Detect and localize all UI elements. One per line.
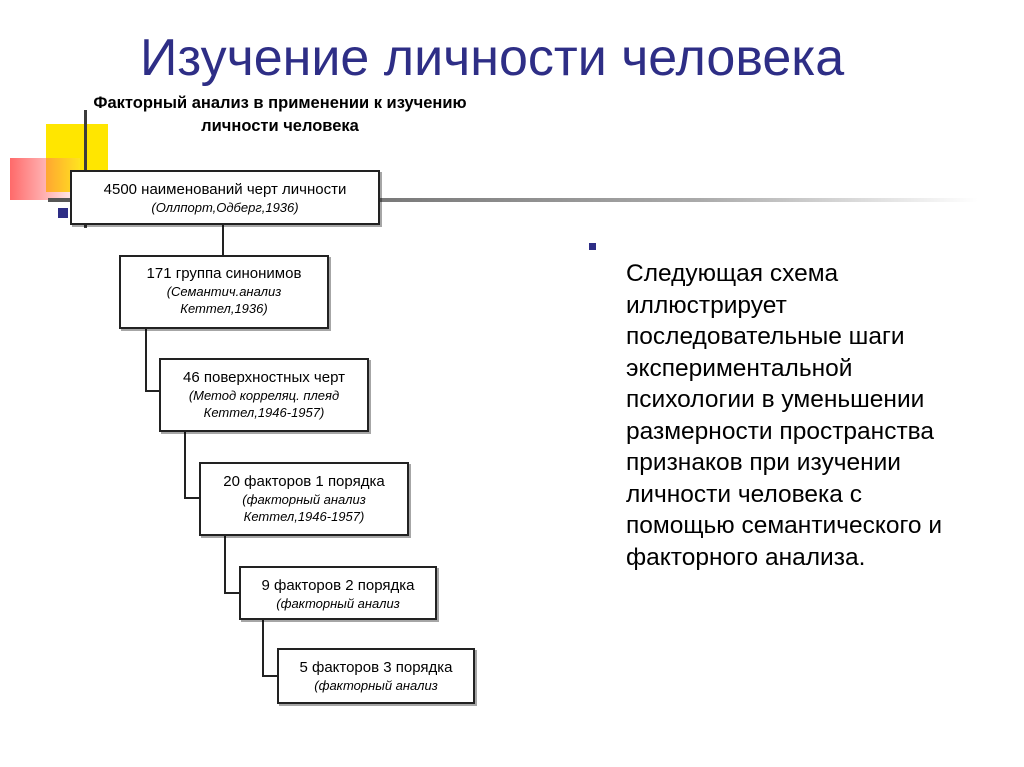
connector-5-horizontal (262, 675, 277, 677)
description-line: последовательные шаги (626, 323, 905, 350)
subtitle-line-2: личности человека (201, 117, 359, 135)
step-1-note: (Оллпорт,Одберг,1936) (151, 200, 299, 215)
connector-2-vertical (145, 329, 147, 391)
description-line: размерности пространства (626, 417, 935, 445)
subtitle-line-1: Факторный анализ в применении к изучению (93, 94, 467, 112)
connector-3-horizontal (184, 497, 199, 499)
description-line: экспериментальной (626, 354, 853, 382)
slide-title: Изучение личности человека (140, 29, 845, 87)
description-line: Следующая схема (626, 260, 839, 287)
connector-3-vertical (184, 432, 186, 498)
decor-horizontal-line (48, 198, 978, 202)
step-box-1: 4500 наименований черт личности (Оллпорт… (70, 170, 380, 225)
step-2-note-line-2: Кеттел,1936) (180, 301, 268, 316)
step-3-note-line-1: (Метод корреляц. плеяд (188, 388, 340, 403)
decor-blue-square (58, 208, 68, 218)
description-line: иллюстрирует (626, 291, 787, 319)
step-box-2: 171 группа синонимов (Семантич.анализ Ке… (119, 255, 329, 329)
description-line: помощью семантического и (626, 512, 943, 539)
description-line: личности человека с (626, 480, 862, 508)
bullet-marker-icon (589, 243, 596, 250)
step-4-note-line-1: (факторный анализ (242, 492, 366, 507)
decor-red-gradient (10, 158, 80, 200)
step-2-title: 171 группа синонимов (146, 265, 302, 282)
connector-5-vertical (262, 620, 264, 676)
diagram-subtitle: Факторный анализ в применении к изучению… (20, 92, 540, 138)
connector-2-horizontal (145, 390, 159, 392)
step-6-title: 5 факторов 3 порядка (299, 659, 453, 676)
connector-1-vertical (222, 225, 224, 255)
description-line: психологии в уменьшении (626, 386, 925, 413)
step-box-6: 5 факторов 3 порядка (факторный анализ (277, 648, 475, 704)
step-6-note: (факторный анализ (314, 678, 438, 693)
step-5-title: 9 факторов 2 порядка (261, 577, 415, 594)
step-4-title: 20 факторов 1 порядка (223, 473, 385, 490)
step-2-note-line-1: (Семантич.анализ (166, 284, 282, 299)
step-5-note: (факторный анализ (276, 596, 400, 611)
step-box-3: 46 поверхностных черт (Метод корреляц. п… (159, 358, 369, 432)
step-4-note-line-2: Кеттел,1946-1957) (243, 509, 365, 524)
description-paragraph: Следующая схема иллюстрирует последовате… (626, 258, 1016, 573)
step-1-title: 4500 наименований черт личности (103, 181, 347, 198)
description-line: признаков при изучении (626, 449, 901, 476)
step-box-4: 20 факторов 1 порядка (факторный анализ … (199, 462, 409, 536)
connector-4-vertical (224, 536, 226, 593)
step-3-title: 46 поверхностных черт (183, 369, 345, 386)
step-box-5: 9 факторов 2 порядка (факторный анализ (239, 566, 437, 620)
connector-4-horizontal (224, 592, 239, 594)
decor-vertical-line (84, 110, 87, 228)
step-3-note-line-2: Кеттел,1946-1957) (203, 405, 325, 420)
description-line: факторного анализа. (626, 543, 866, 571)
